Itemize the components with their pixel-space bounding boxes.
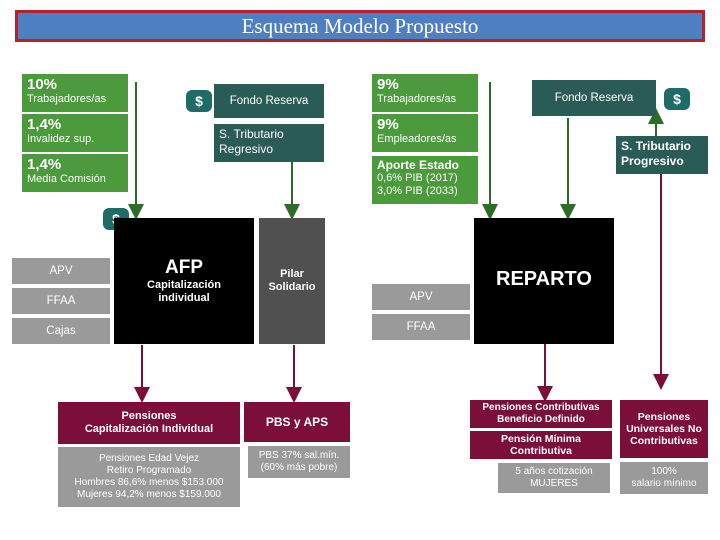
contribution-invalidez: 1,4% Invalidez sup. (22, 114, 128, 152)
contribution-workers-right: 9% Trabajadores/as (372, 74, 478, 112)
contribution-comision: 1,4% Media Comisión (22, 154, 128, 192)
tributario-regresivo: S. Tributario Regresivo (214, 124, 324, 162)
side-item-ffaa-left: FFAA (12, 288, 110, 314)
pbs-aps: PBS y APS (244, 402, 350, 442)
pensiones-universales-detalle: 100% salario mínimo (620, 462, 708, 494)
pension-minima-detalle: 5 años cotización MUJERES (498, 463, 610, 493)
dollar-icon: $ (664, 88, 690, 110)
pensiones-detalle-left: Pensiones Edad Vejez Retiro Programado H… (58, 447, 240, 507)
dollar-icon: $ (186, 90, 212, 112)
slide-title: Esquema Modelo Propuesto (15, 10, 705, 42)
side-item-cajas: Cajas (12, 318, 110, 344)
pensiones-contributivas: Pensiones Contributivas Beneficio Defini… (470, 400, 612, 428)
tributario-progresivo: S. Tributario Progresivo (616, 136, 708, 174)
pensiones-capitalizacion: Pensiones Capitalización Individual (58, 402, 240, 444)
side-item-ffaa-right: FFAA (372, 314, 470, 340)
pbs-detalle: PBS 37% sal.mín. (60% más pobre) (248, 446, 350, 478)
afp-box: AFP Capitalización individual (114, 218, 254, 344)
pension-minima: Pensión Mínima Contributiva (470, 431, 612, 459)
fondo-reserva-right: Fondo Reserva (532, 80, 656, 116)
reparto-box: REPARTO (474, 218, 614, 344)
pensiones-universales: Pensiones Universales No Contributivas (620, 400, 708, 458)
side-item-apv-right: APV (372, 284, 470, 310)
contribution-workers-left: 10% Trabajadores/as (22, 74, 128, 112)
aporte-estado: Aporte Estado 0,6% PIB (2017) 3,0% PIB (… (372, 156, 478, 204)
fondo-reserva-left: Fondo Reserva (214, 84, 324, 118)
pilar-solidario-box: Pilar Solidario (259, 218, 325, 344)
side-item-apv-left: APV (12, 258, 110, 284)
contribution-employers: 9% Empleadores/as (372, 114, 478, 152)
